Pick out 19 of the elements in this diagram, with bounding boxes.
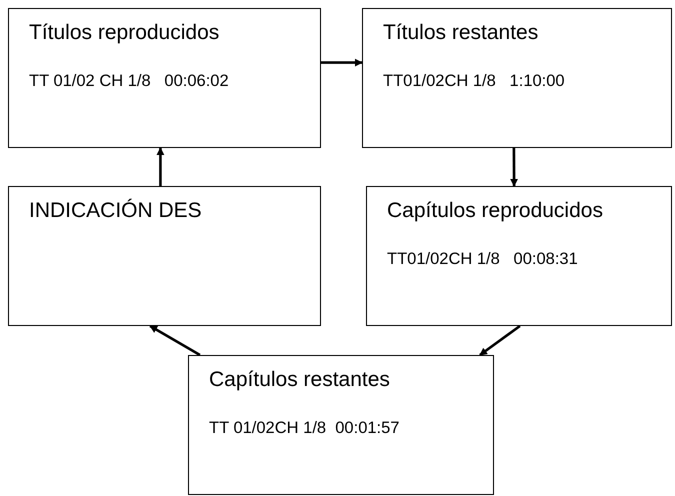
- arrow: [156, 147, 164, 186]
- display-readout: TT01/02CH 1/8 00:08:31: [387, 250, 578, 269]
- display-box: [8, 8, 321, 148]
- display-heading: INDICACIÓN DES: [29, 199, 202, 223]
- display-box: [366, 186, 672, 326]
- arrow: [321, 58, 363, 66]
- arrow: [479, 324, 521, 356]
- display-box: [362, 8, 672, 148]
- display-heading: Capítulos reproducidos: [387, 199, 603, 223]
- display-heading: Capítulos restantes: [209, 368, 390, 392]
- arrow: [149, 324, 201, 356]
- display-readout: TT01/02CH 1/8 1:10:00: [383, 72, 565, 91]
- arrow: [510, 148, 518, 187]
- display-box: [8, 186, 321, 326]
- display-readout: TT 01/02 CH 1/8 00:06:02: [29, 72, 229, 91]
- display-readout: TT 01/02CH 1/8 00:01:57: [209, 419, 400, 438]
- display-box: [188, 355, 494, 495]
- display-heading: Títulos restantes: [383, 21, 538, 45]
- display-heading: Títulos reproducidos: [29, 21, 220, 45]
